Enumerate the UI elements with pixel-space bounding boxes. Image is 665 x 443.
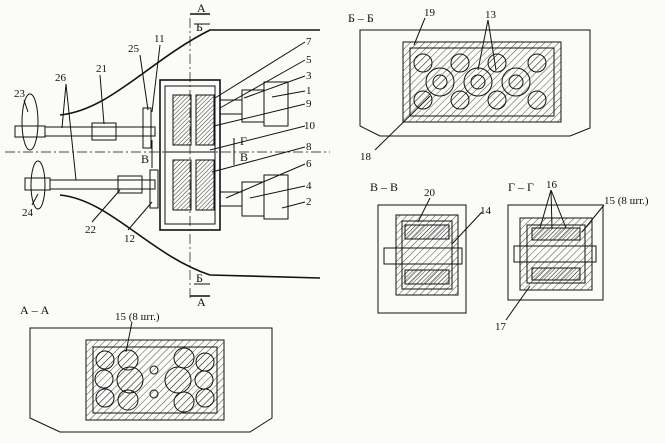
lower-bearing — [149, 169, 159, 209]
hull-bottom-contour — [59, 194, 321, 279]
lower-propeller-hub — [24, 177, 51, 191]
section-aa-hull — [29, 327, 273, 433]
section-gg-cavity — [526, 224, 586, 284]
section-vv-shaft — [383, 247, 463, 265]
gear-upper-right — [195, 94, 215, 146]
section-bb-hull — [359, 29, 591, 137]
gearbox-inner — [164, 85, 216, 225]
leader-15a — [125, 321, 133, 353]
gearbox-housing — [159, 79, 221, 231]
section-bb-title: Б – Б — [348, 11, 374, 25]
section-vv: В – В 20 14 — [370, 180, 492, 314]
leader-18 — [374, 95, 431, 151]
section-gg-gear-top — [531, 227, 581, 241]
callout-15-aa: 15 (8 шт.) — [115, 311, 160, 323]
upper-propeller — [21, 93, 39, 151]
callout-3: 3 — [306, 70, 312, 82]
leader-19 — [413, 17, 426, 46]
main-view: 7 5 3 1 9 10 8 6 4 2 11 25 21 26 23 24 2… — [5, 1, 330, 309]
leader-13b — [487, 19, 497, 71]
shaft-4 — [219, 191, 243, 207]
lower-coupling — [117, 175, 143, 194]
callout-10: 10 — [304, 120, 316, 132]
callout-16: 16 — [546, 179, 558, 191]
cut-label-v-left: В — [141, 152, 149, 166]
callout-5: 5 — [306, 54, 312, 66]
upper-bearing — [142, 107, 152, 149]
leader-16c — [550, 189, 567, 229]
upper-propeller-hub — [14, 125, 46, 138]
leader-17 — [505, 285, 531, 321]
cut-label-b-top: Б — [196, 20, 203, 34]
motor-1 — [263, 81, 289, 127]
lower-shaft — [49, 179, 156, 190]
leader-13a — [477, 19, 489, 71]
callout-20: 20 — [424, 187, 436, 199]
section-vv-gear-top — [404, 224, 450, 240]
callout-7: 7 — [306, 36, 312, 48]
section-bb-gears — [413, 53, 547, 110]
section-vv-cavity — [401, 220, 453, 290]
section-vv-frame — [377, 204, 467, 314]
section-aa: А – А 15 (8 шт.) — [20, 303, 273, 433]
gear-lower-right — [195, 159, 215, 211]
callout-23: 23 — [14, 88, 26, 100]
callout-12: 12 — [124, 233, 135, 245]
section-gg-title: Г – Г — [508, 180, 534, 194]
cut-label-v-right: В — [240, 150, 248, 164]
callout-4: 4 — [306, 180, 312, 192]
callout-26: 26 — [55, 72, 67, 84]
leader-14 — [451, 211, 483, 245]
callout-1: 1 — [306, 85, 312, 97]
callout-19: 19 — [424, 7, 436, 19]
leader-16a — [539, 189, 552, 229]
section-gg-gear-bottom — [531, 267, 581, 281]
motor-2 — [263, 174, 289, 220]
section-gg: Г – Г 16 15 (8 шт.) 17 — [495, 179, 649, 333]
gear-lower-left — [172, 159, 192, 211]
lower-propeller — [30, 160, 46, 210]
callout-22: 22 — [85, 224, 96, 236]
section-bb: Б – Б 19 13 18 — [348, 7, 591, 163]
leader-20 — [417, 197, 431, 223]
callout-9: 9 — [306, 98, 312, 110]
callout-25: 25 — [128, 43, 140, 55]
callout-21: 21 — [96, 63, 107, 75]
leader-lines — [23, 41, 306, 231]
section-gg-shaft — [513, 245, 597, 263]
hull-top-contour — [59, 29, 320, 116]
upper-shaft — [44, 126, 156, 137]
coupling-6 — [241, 181, 265, 217]
section-gg-frame — [507, 204, 604, 301]
cut-label-b-bottom: Б — [196, 271, 203, 285]
callout-11: 11 — [154, 33, 165, 45]
cut-label-g: Г — [240, 134, 247, 148]
callout-18: 18 — [360, 151, 372, 163]
callout-8: 8 — [306, 141, 312, 153]
section-aa-title: А – А — [20, 303, 50, 317]
leader-15b — [581, 204, 605, 233]
callout-6: 6 — [306, 158, 312, 170]
callout-14: 14 — [480, 205, 492, 217]
callout-2: 2 — [306, 196, 312, 208]
upper-coupling — [91, 122, 117, 141]
section-vv-title: В – В — [370, 180, 398, 194]
leader-16b — [550, 189, 553, 229]
callout-17: 17 — [495, 321, 507, 333]
callout-13: 13 — [485, 9, 497, 21]
callout-24: 24 — [22, 207, 34, 219]
gear-upper-left — [172, 94, 192, 146]
callout-15-gg: 15 (8 шт.) — [604, 195, 649, 207]
section-aa-cavity — [92, 346, 218, 414]
section-vv-gear-bottom — [404, 269, 450, 285]
cut-label-a-top: А — [197, 1, 206, 15]
section-aa-gears — [94, 347, 215, 413]
cut-label-a-bottom: А — [197, 295, 206, 309]
